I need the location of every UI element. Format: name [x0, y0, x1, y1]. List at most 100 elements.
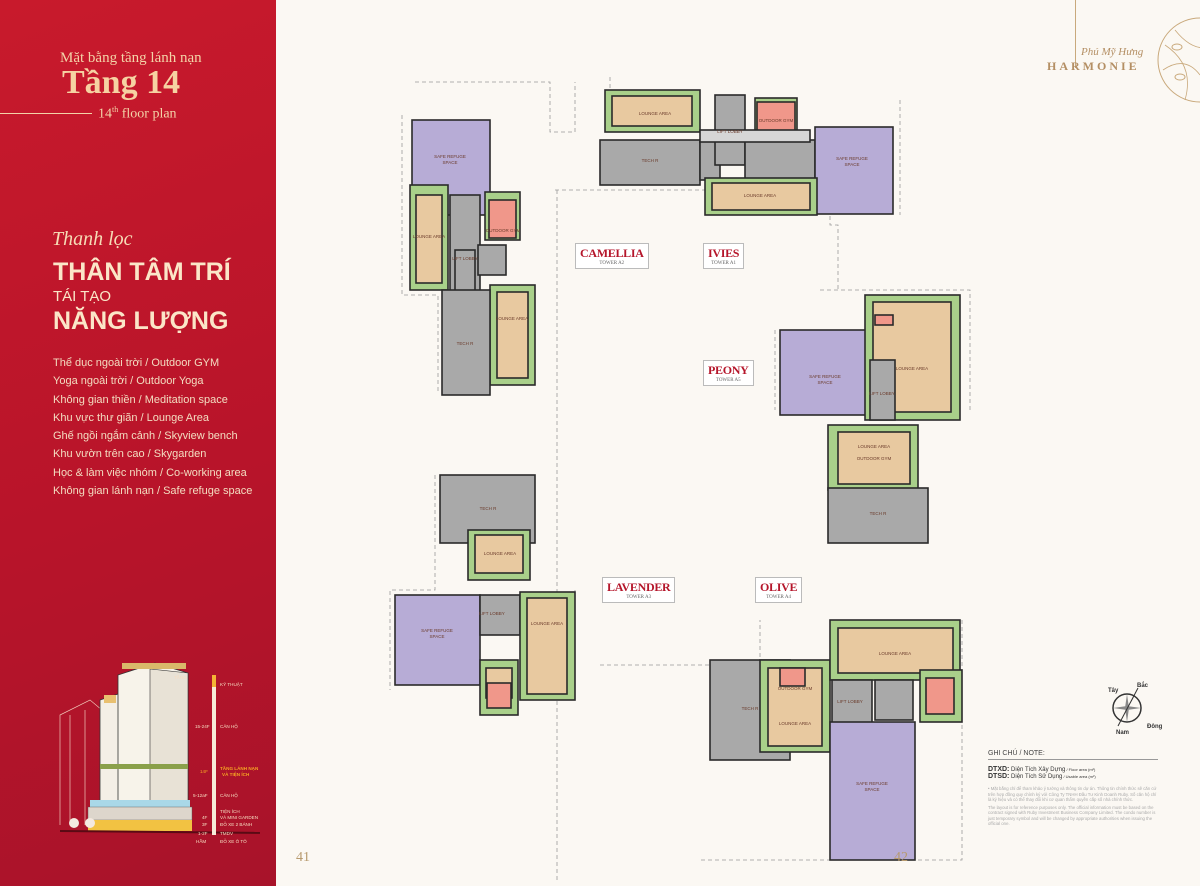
tower-name: IVIES — [708, 246, 740, 260]
room-label-space: SPACE — [443, 160, 458, 165]
room-label-gym: OUTDOOR GYM — [759, 118, 794, 123]
room-label-lounge: LOUNGE AREA — [531, 621, 563, 626]
ordinal: th — [112, 105, 119, 114]
room-beige — [496, 291, 529, 379]
tower-sub: TOWER A1 — [711, 261, 736, 266]
note-dtxd: DTXD: Diện Tích Xây Dựng / Floor area (m… — [988, 766, 1158, 773]
tower-name: PEONY — [708, 363, 749, 377]
label-tienich: VÀ TIỆN ÍCH — [222, 770, 250, 777]
room-label-lift: LIFT LOBBY — [869, 391, 894, 396]
room-pink — [779, 667, 806, 687]
room-beige — [611, 95, 693, 127]
room-grey — [477, 244, 507, 276]
room-label-tech: TECH R — [457, 341, 475, 346]
room-lightgrey — [699, 129, 811, 143]
room-label-space: SPACE — [818, 380, 833, 385]
room-grey — [831, 679, 873, 726]
room-label-space: SPACE — [845, 162, 860, 167]
label-3f: 3F — [202, 822, 208, 827]
heading-1: THÂN TÂM TRÍ — [53, 258, 231, 286]
left-panel: Mặt bằng tầng lánh nạn Tầng 14 14th floo… — [0, 0, 276, 886]
room-label-lift: LIFT LOBBY — [837, 699, 862, 704]
room-beige — [474, 534, 524, 574]
room-beige — [711, 182, 811, 211]
room-purple — [829, 721, 916, 861]
label-15-24f: 15-24F — [195, 724, 210, 729]
room-label-gym: OUTDOOR GYM — [486, 228, 521, 233]
room-grey — [874, 679, 914, 721]
room-label-tech: TECH R — [870, 511, 888, 516]
label-14f: 14F — [200, 769, 208, 774]
brand-name: HARMONIE — [1047, 59, 1140, 73]
room-label-lounge: LOUNGE AREA — [858, 444, 890, 449]
heading-3: NĂNG LƯỢNG — [53, 307, 229, 335]
room-label-gym: OUTDOOR GYM — [857, 456, 892, 461]
room-label-gym: OUTDOOR GYM — [778, 686, 813, 691]
label-tienich-1: TIỆN ÍCH — [220, 807, 240, 814]
room-purple — [779, 329, 871, 416]
page-number-right: 42 — [894, 850, 908, 865]
text: Diện Tích Sử Dụng — [1009, 774, 1063, 780]
abbr: DTXD: — [988, 766, 1010, 773]
tower-name: CAMELLIA — [580, 246, 644, 260]
compass-east: Đông — [1147, 724, 1163, 730]
page-number-left: 41 — [296, 850, 310, 865]
legend-note: GHI CHÚ / NOTE: DTXD: Diện Tích Xây Dựng… — [988, 750, 1158, 827]
floor-scale-bar — [212, 675, 216, 835]
disclaimer-en: The layout is for reference purposes onl… — [988, 804, 1156, 827]
section-subtitle: Mặt bằng tầng lánh nạn — [60, 50, 202, 66]
note-dtsd: DTSD: Diện Tích Sử Dụng / Usable area (m… — [988, 773, 1158, 780]
tower-sub: TOWER A2 — [599, 261, 625, 266]
script-heading: Thanh lọc — [52, 228, 133, 250]
right-panel: 41 42 — [276, 0, 1200, 886]
room-label-lounge: LOUNGE AREA — [639, 111, 671, 116]
text-en: / Floor area (m²) — [1065, 767, 1096, 772]
room-pink — [874, 314, 894, 326]
room-label-space: SPACE — [430, 634, 445, 639]
divider — [0, 113, 92, 114]
feature-list: Thể dục ngoài trời / Outdoor GYM Yoga ng… — [53, 354, 252, 500]
label-lanhnan: TẦNG LÁNH NẠN — [220, 765, 259, 771]
tower-sub: TOWER A4 — [766, 595, 791, 600]
room-grey — [441, 289, 491, 396]
label-tang: TẦNG — [174, 674, 187, 680]
room-label-lounge: LOUNGE AREA — [779, 721, 811, 726]
label-doxe2: ĐỖ XE 2 BÁNH — [220, 821, 252, 827]
feature-item: Không gian lánh nạn / Safe refuge space — [53, 485, 253, 498]
floor-number: 14 — [98, 106, 112, 122]
label-5-12af: 5-12aF — [193, 793, 208, 798]
room-label-lounge: LOUNGE AREA — [744, 193, 776, 198]
room-pink — [925, 677, 955, 715]
logo-divider — [1075, 0, 1076, 68]
room-label-lift: LIFT LOBBY — [717, 129, 742, 134]
room-label-tech: TECH R — [742, 706, 760, 711]
page-title: Tầng 14 — [62, 64, 181, 101]
building-section-diagram: TẦNG KỸ THUẬT 15-24F CĂN HỘ 14F TẦNG LÁN… — [59, 662, 260, 844]
room-label-lounge: LOUNGE AREA — [879, 651, 911, 656]
room-pink — [486, 682, 512, 709]
room-label-lounge: LOUNGE AREA — [496, 316, 528, 321]
room-label-tech: TECH R — [480, 506, 498, 511]
room-label-safe: SAFE REFUGE — [809, 374, 841, 379]
label-4f: 4F — [202, 815, 208, 820]
label-canho-2: CĂN HỘ — [220, 792, 238, 798]
feature-item: Yoga ngoài trời / Outdoor Yoga — [53, 375, 204, 388]
room-label-lounge: LOUNGE AREA — [484, 551, 516, 556]
heading-2: TÁI TẠO — [53, 288, 112, 305]
room-label-space: SPACE — [865, 787, 880, 792]
room-beige — [837, 627, 954, 674]
floor-plan-caption: 14th floor plan — [98, 105, 177, 123]
tower-name: OLIVE — [760, 580, 798, 594]
feature-item: Học & làm việc nhóm / Co-working area — [53, 466, 247, 479]
label-1-2f: 1-2F — [198, 831, 208, 836]
room-grey — [599, 139, 701, 186]
room-beige — [526, 597, 568, 695]
room-beige — [415, 194, 443, 284]
compass-south: Nam — [1116, 730, 1129, 736]
